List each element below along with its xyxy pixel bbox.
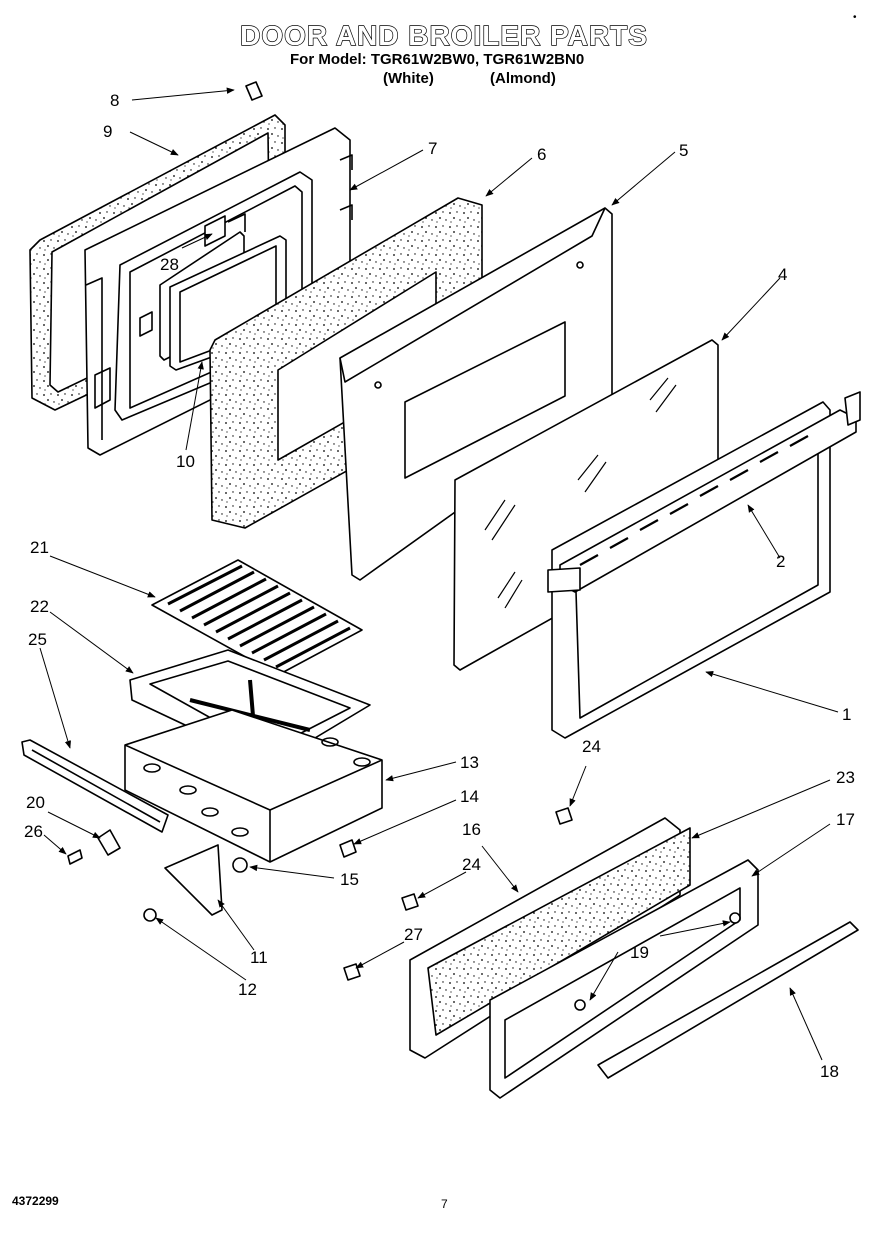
callout-23: 23: [836, 768, 855, 787]
callout-5: 5: [679, 141, 688, 160]
callout-7: 7: [428, 139, 437, 158]
part-19-screws: [574, 912, 741, 1011]
callout-19: 19: [630, 943, 649, 962]
callout-10: 10: [176, 452, 195, 471]
model-line: For Model: TGR61W2BW0, TGR61W2BN0: [290, 51, 585, 68]
callout-8: 8: [110, 91, 119, 110]
part-21-broiler-grid: [151, 559, 363, 676]
callout-26: 26: [24, 822, 43, 841]
part-23-drawer-insulation: [427, 827, 691, 1036]
callout-4: 4: [778, 265, 787, 284]
callout-15: 15: [340, 870, 359, 889]
part-27-screw: [343, 963, 361, 981]
callout-9: 9: [103, 122, 112, 141]
callout-28: 28: [160, 255, 179, 274]
callout-22: 22: [30, 597, 49, 616]
part-11-bracket: [164, 844, 223, 916]
part-13-broiler-pan: [124, 709, 383, 863]
part-20-bracket: [97, 829, 121, 856]
callout-17: 17: [836, 810, 855, 829]
callout-18: 18: [820, 1062, 839, 1081]
part-26-screw: [67, 849, 83, 865]
callout-6: 6: [537, 145, 546, 164]
leader-lines: [39, 87, 839, 1061]
part-24-screw-lower: [401, 893, 419, 911]
part-14-screw: [339, 839, 357, 858]
part-8-screw: [245, 81, 263, 101]
callout-11: 11: [250, 948, 268, 967]
part-18-drawer-trim: [597, 921, 859, 1079]
part-15-grommet: [232, 857, 248, 873]
callout-24-lower: 24: [462, 855, 481, 874]
part-2-vent-trim: [547, 391, 861, 593]
callout-13: 13: [460, 753, 479, 772]
callout-20: 20: [26, 793, 45, 812]
callout-25: 25: [28, 630, 47, 649]
variant-almond: (Almond): [490, 70, 556, 87]
callout-labels: 8 9 7 6 5 4 28 10 2 1 21 22 25 13 14 15 …: [24, 91, 855, 1081]
part-5-outer-door-panel: [339, 207, 613, 581]
callout-27: 27: [404, 925, 423, 944]
part-25-rail: [21, 739, 169, 833]
document-number: 4372299: [12, 1194, 59, 1208]
variant-white: (White): [383, 70, 434, 87]
part-24-screw-upper: [555, 807, 573, 825]
callout-12: 12: [238, 980, 257, 999]
page-title: DOOR AND BROILER PARTS: [239, 19, 648, 51]
page-number: 7: [441, 1197, 448, 1211]
corner-mark: •: [853, 12, 857, 23]
callout-14: 14: [460, 787, 479, 806]
part-12-plug: [143, 908, 157, 922]
callout-1: 1: [842, 705, 851, 724]
callout-24-upper: 24: [582, 737, 601, 756]
callout-2: 2: [776, 552, 785, 571]
callout-21: 21: [30, 538, 49, 557]
callout-16: 16: [462, 820, 481, 839]
